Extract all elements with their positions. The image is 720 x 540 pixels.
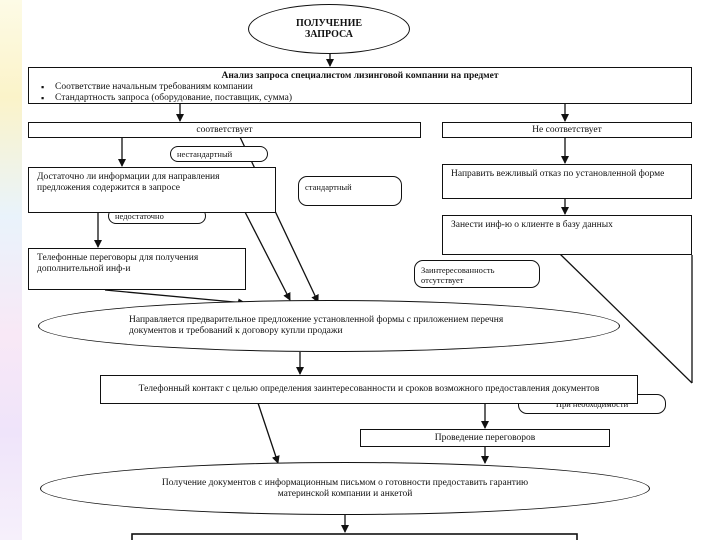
arrow-contact-docs [257,402,280,464]
negotiations-label: Проведение переговоров [434,432,536,443]
next-step-box [131,533,578,540]
no-match-label: Не соответствует [532,124,602,135]
enough-info-label: Достаточно ли информации для направления… [37,172,220,193]
pastel-gradient [0,0,22,540]
negotiations-box: Проведение переговоров [360,429,610,447]
no-match-box: Не соответствует [442,122,692,138]
polite-refusal-box: Направить вежливый отказ по установленно… [442,164,692,199]
start-ellipse: ПОЛУЧЕНИЕ ЗАПРОСА [248,4,410,54]
analysis-box: Анализ запроса специалистом лизинговой к… [28,67,692,104]
phone-talks-label: Телефонные переговоры для получения допо… [37,253,199,274]
if-needed-label: При необходимости [555,399,629,409]
phone-contact-label: Телефонный контакт с целью определения з… [138,384,600,394]
enter-info-label: Занести инф-ю о клиенте в базу данных [451,220,613,230]
decorative-side-strip [0,0,40,540]
match-box: соответствует [28,122,421,138]
receive-docs-label: Получение документов с информационным пи… [161,477,529,499]
analysis-item: Соответствие начальным требованиям компа… [41,82,683,93]
nonstandard-label: нестандартный [177,149,233,159]
no-interest-callout: Заинтересованность отсутствует [414,260,540,288]
preliminary-offer-ellipse: Направляется предварительное предложение… [38,300,620,352]
standard-callout: стандартный [298,176,402,206]
analysis-title: Анализ запроса специалистом лизинговой к… [221,71,499,81]
no-interest-label: Заинтересованность отсутствует [421,265,495,285]
analysis-list: Соответствие начальным требованиям компа… [37,82,683,104]
nonstandard-callout: нестандартный [170,146,268,162]
arrow-match-offer-standard [239,136,319,303]
analysis-item: Стандартность запроса (оборудование, пос… [41,93,683,104]
arrow-nointerest-line [559,253,693,384]
enter-info-box: Занести инф-ю о клиенте в базу данных [442,215,692,255]
arrow-info-offer [244,211,291,301]
insufficient-label: недостаточно [115,211,164,221]
receive-docs-ellipse: Получение документов с информационным пи… [40,462,650,515]
start-label: ПОЛУЧЕНИЕ ЗАПРОСА [295,18,363,40]
enough-info-box: Достаточно ли информации для направления… [28,167,276,213]
phone-contact-box: Телефонный контакт с целью определения з… [100,375,638,404]
phone-talks-box: Телефонные переговоры для получения допо… [28,248,246,290]
standard-label: стандартный [305,182,352,192]
preliminary-offer-label: Направляется предварительное предложение… [129,315,504,336]
match-label: соответствует [196,124,253,135]
polite-refusal-label: Направить вежливый отказ по установленно… [451,169,665,179]
